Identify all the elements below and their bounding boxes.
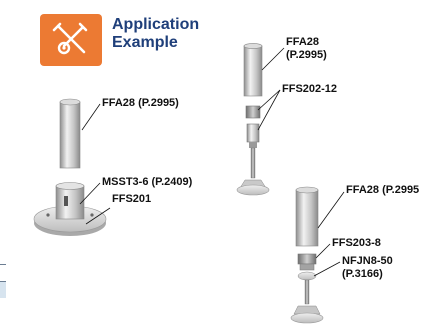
right-tube-ffa28 xyxy=(295,186,319,247)
middle-leveling-foot xyxy=(236,147,270,196)
edge-rule-top xyxy=(0,264,6,265)
label-right-ffa28: FFA28 (P.2995 xyxy=(346,184,420,196)
label-ffs202-12: FFS202-12 xyxy=(282,83,338,95)
title-line-2: Example xyxy=(112,34,178,51)
left-assembly xyxy=(33,98,111,236)
label-ffs203-8: FFS203-8 xyxy=(332,237,381,249)
label-ffs201: FFS201 xyxy=(112,193,152,205)
label-nfjn8-50-line1: NFJN8-50 xyxy=(342,255,393,267)
middle-tube-ffa28 xyxy=(243,43,263,97)
left-tube-ffa28 xyxy=(59,98,81,169)
edge-table-cell xyxy=(0,282,6,298)
section-title: Application Example xyxy=(112,16,199,52)
label-left-ffa28: FFA28 (P.2995) xyxy=(102,97,179,109)
left-leader-lines xyxy=(79,103,111,225)
label-middle-ffa28-line2: (P.2995) xyxy=(286,49,327,61)
left-base-ffs201 xyxy=(33,182,107,236)
label-middle-ffa28: FFA28 (P.2995) xyxy=(286,36,327,62)
application-example-badge xyxy=(40,14,102,66)
caliper-wrench-icon xyxy=(52,22,88,55)
label-middle-ffa28-line1: FFA28 xyxy=(286,36,320,48)
right-assembly xyxy=(290,186,345,324)
right-leveling-foot-nfjn xyxy=(290,279,324,324)
right-leader-lines xyxy=(313,191,345,277)
label-nfjn8-50: NFJN8-50 (P.3166) xyxy=(342,255,393,281)
right-insert-ffs203 xyxy=(297,253,317,281)
edge-rule-middle xyxy=(0,281,6,282)
label-nfjn8-50-line2: (P.3166) xyxy=(342,268,383,280)
title-line-1: Application xyxy=(112,16,200,33)
label-msst3-6: MSST3-6 (P.2409) xyxy=(102,176,193,188)
middle-assembly xyxy=(236,43,285,196)
middle-insert-ffs202 xyxy=(245,105,261,148)
middle-leader-lines xyxy=(257,47,285,131)
